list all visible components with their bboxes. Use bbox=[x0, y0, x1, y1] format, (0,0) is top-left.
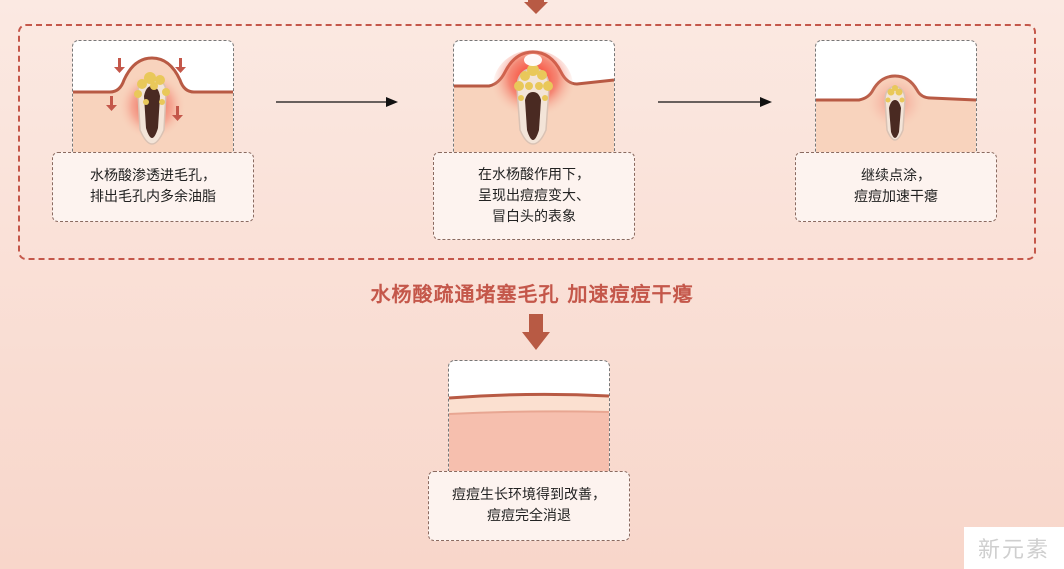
result-illustration bbox=[448, 360, 610, 480]
watermark-logo: 新元素 bbox=[964, 527, 1064, 569]
flow-arrow-2-icon bbox=[658, 97, 772, 107]
step-1-line-2: 排出毛孔内多余油脂 bbox=[90, 189, 216, 205]
top-arrow-icon bbox=[524, 0, 548, 14]
step-3-caption: 继续点涂， 痘痘加速干瘪 bbox=[795, 152, 997, 222]
flow-arrow-1-icon bbox=[276, 97, 398, 107]
step-2-illustration bbox=[453, 40, 615, 160]
result-line-1: 痘痘生长环境得到改善， bbox=[452, 487, 606, 503]
step-2-caption: 在水杨酸作用下， 呈现出痘痘变大、 冒白头的表象 bbox=[433, 152, 635, 240]
step-2-line-2: 呈现出痘痘变大、 bbox=[478, 187, 590, 204]
step-1-line-1: 水杨酸渗透进毛孔， bbox=[90, 168, 216, 184]
result-caption: 痘痘生长环境得到改善， 痘痘完全消退 bbox=[428, 471, 630, 541]
step-1-illustration bbox=[72, 40, 234, 160]
step-3-line-2: 痘痘加速干瘪 bbox=[854, 189, 938, 205]
step-2-line-1: 在水杨酸作用下， bbox=[478, 166, 590, 183]
result-line-2: 痘痘完全消退 bbox=[487, 508, 571, 524]
down-arrow-icon bbox=[522, 314, 550, 350]
step-3-line-1: 继续点涂， bbox=[861, 168, 931, 184]
summary-heading: 水杨酸疏通堵塞毛孔 加速痘痘干瘪 bbox=[370, 282, 694, 306]
step-1-caption: 水杨酸渗透进毛孔， 排出毛孔内多余油脂 bbox=[52, 152, 254, 222]
process-panel bbox=[18, 24, 1036, 260]
step-3-illustration bbox=[815, 40, 977, 160]
step-2-line-3: 冒白头的表象 bbox=[492, 208, 576, 225]
